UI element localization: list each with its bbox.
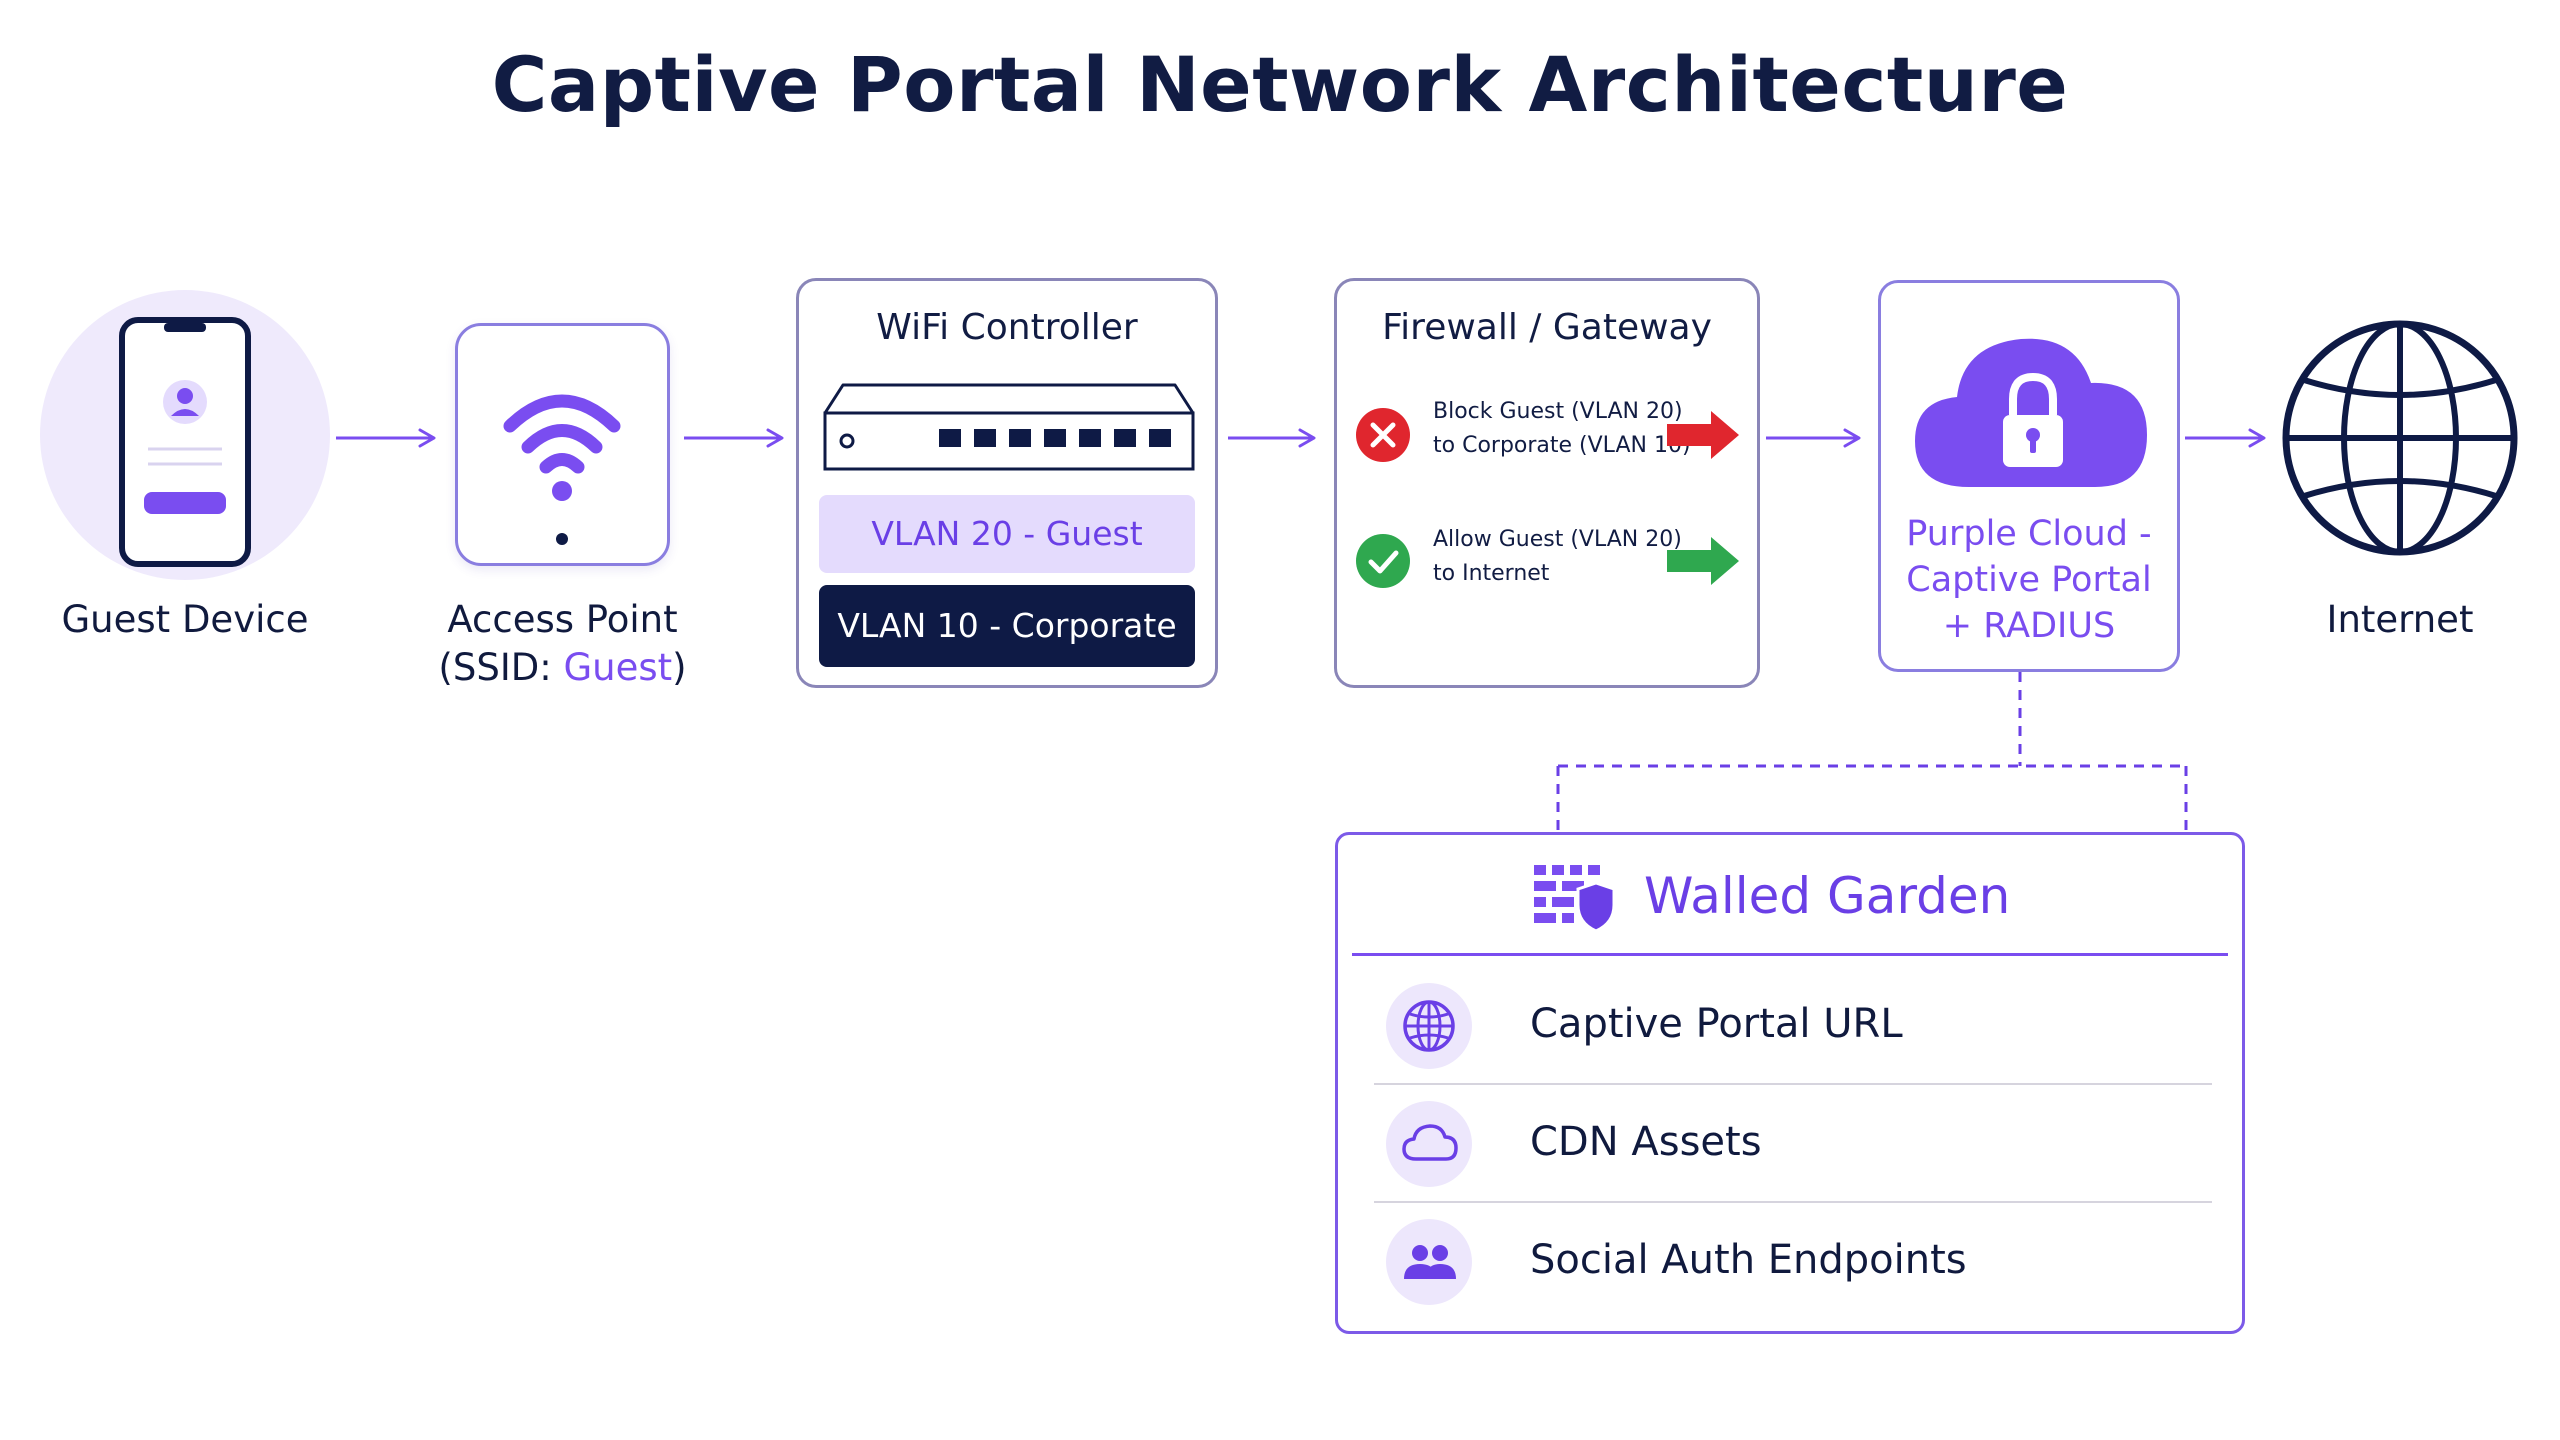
red-arrow-icon: [1667, 411, 1739, 459]
network-switch-icon: [823, 383, 1195, 471]
globe-icon: [1403, 1000, 1455, 1052]
walled-garden-panel: Walled Garden Captive Portal URL CDN Ass…: [1335, 832, 2245, 1334]
internet-label: Internet: [2326, 598, 2474, 641]
ssid-value: Guest: [563, 646, 673, 689]
allow-check-icon: [1356, 534, 1410, 588]
brick-wall-shield-icon: [1534, 865, 1616, 933]
access-point-label: Access Point: [447, 598, 678, 641]
green-arrow-icon: [1667, 537, 1739, 585]
wifi-controller-card: WiFi Controller VLAN 20 - Guest VLAN 10 …: [796, 278, 1218, 688]
rule-block-line2: to Corporate (VLAN 10): [1433, 433, 1691, 458]
rule-allow-line1: Allow Guest (VLAN 20): [1433, 527, 1682, 552]
rule-allow-line2: to Internet: [1433, 561, 1550, 586]
internet-globe-icon: [2282, 320, 2518, 556]
smartphone-icon: [40, 290, 330, 580]
walled-garden-title: Walled Garden: [1644, 867, 2011, 925]
cloud-label-line1: Purple Cloud -: [1906, 514, 2152, 554]
cloud-icon-badge: [1386, 1101, 1472, 1187]
wifi-controller-title: WiFi Controller: [876, 307, 1138, 348]
firewall-card: Firewall / Gateway Block Guest (VLAN 20)…: [1334, 278, 1760, 688]
firewall-title: Firewall / Gateway: [1382, 307, 1712, 348]
access-point-device: [455, 323, 670, 566]
ssid-prefix: (SSID:: [438, 646, 564, 689]
firewall-rule-allow: Allow Guest (VLAN 20) to Internet: [1433, 523, 1682, 591]
access-point-ssid: (SSID: Guest): [400, 646, 725, 689]
cloud-label-line2: Captive Portal: [1906, 560, 2152, 600]
cloud-icon: [1402, 1124, 1458, 1161]
rule-block-line1: Block Guest (VLAN 20): [1433, 399, 1683, 424]
guest-device-node: [40, 280, 330, 580]
block-x-icon: [1356, 408, 1410, 462]
walled-garden-row-divider: [1374, 1083, 2212, 1085]
guest-device-label: Guest Device: [61, 598, 309, 641]
walled-garden-item-cdn-assets: CDN Assets: [1530, 1119, 1762, 1165]
cloud-label: Purple Cloud - Captive Portal + RADIUS: [1881, 511, 2177, 649]
wifi-icon: [503, 394, 621, 545]
walled-garden-row-divider: [1374, 1201, 2212, 1203]
walled-garden-item-social-auth-endpoints: Social Auth Endpoints: [1530, 1237, 1967, 1283]
page-title: Captive Portal Network Architecture: [491, 40, 2069, 129]
vlan-corporate-badge: VLAN 10 - Corporate: [819, 585, 1195, 667]
vlan-guest-badge: VLAN 20 - Guest: [819, 495, 1195, 573]
walled-garden-item-captive-portal-url: Captive Portal URL: [1530, 1001, 1903, 1047]
users-icon: [1404, 1245, 1456, 1279]
cloud-label-line3: + RADIUS: [1942, 606, 2116, 646]
cloud-lock-icon: [1915, 338, 2147, 487]
globe-icon-badge: [1386, 983, 1472, 1069]
users-icon-badge: [1386, 1219, 1472, 1305]
dashed-link-cloud-to-walled-garden: [1556, 672, 2188, 832]
walled-garden-title-divider: [1352, 953, 2228, 956]
firewall-rule-block: Block Guest (VLAN 20) to Corporate (VLAN…: [1433, 395, 1691, 463]
ssid-suffix: ): [672, 646, 687, 689]
purple-cloud-card: Purple Cloud - Captive Portal + RADIUS: [1878, 280, 2180, 672]
